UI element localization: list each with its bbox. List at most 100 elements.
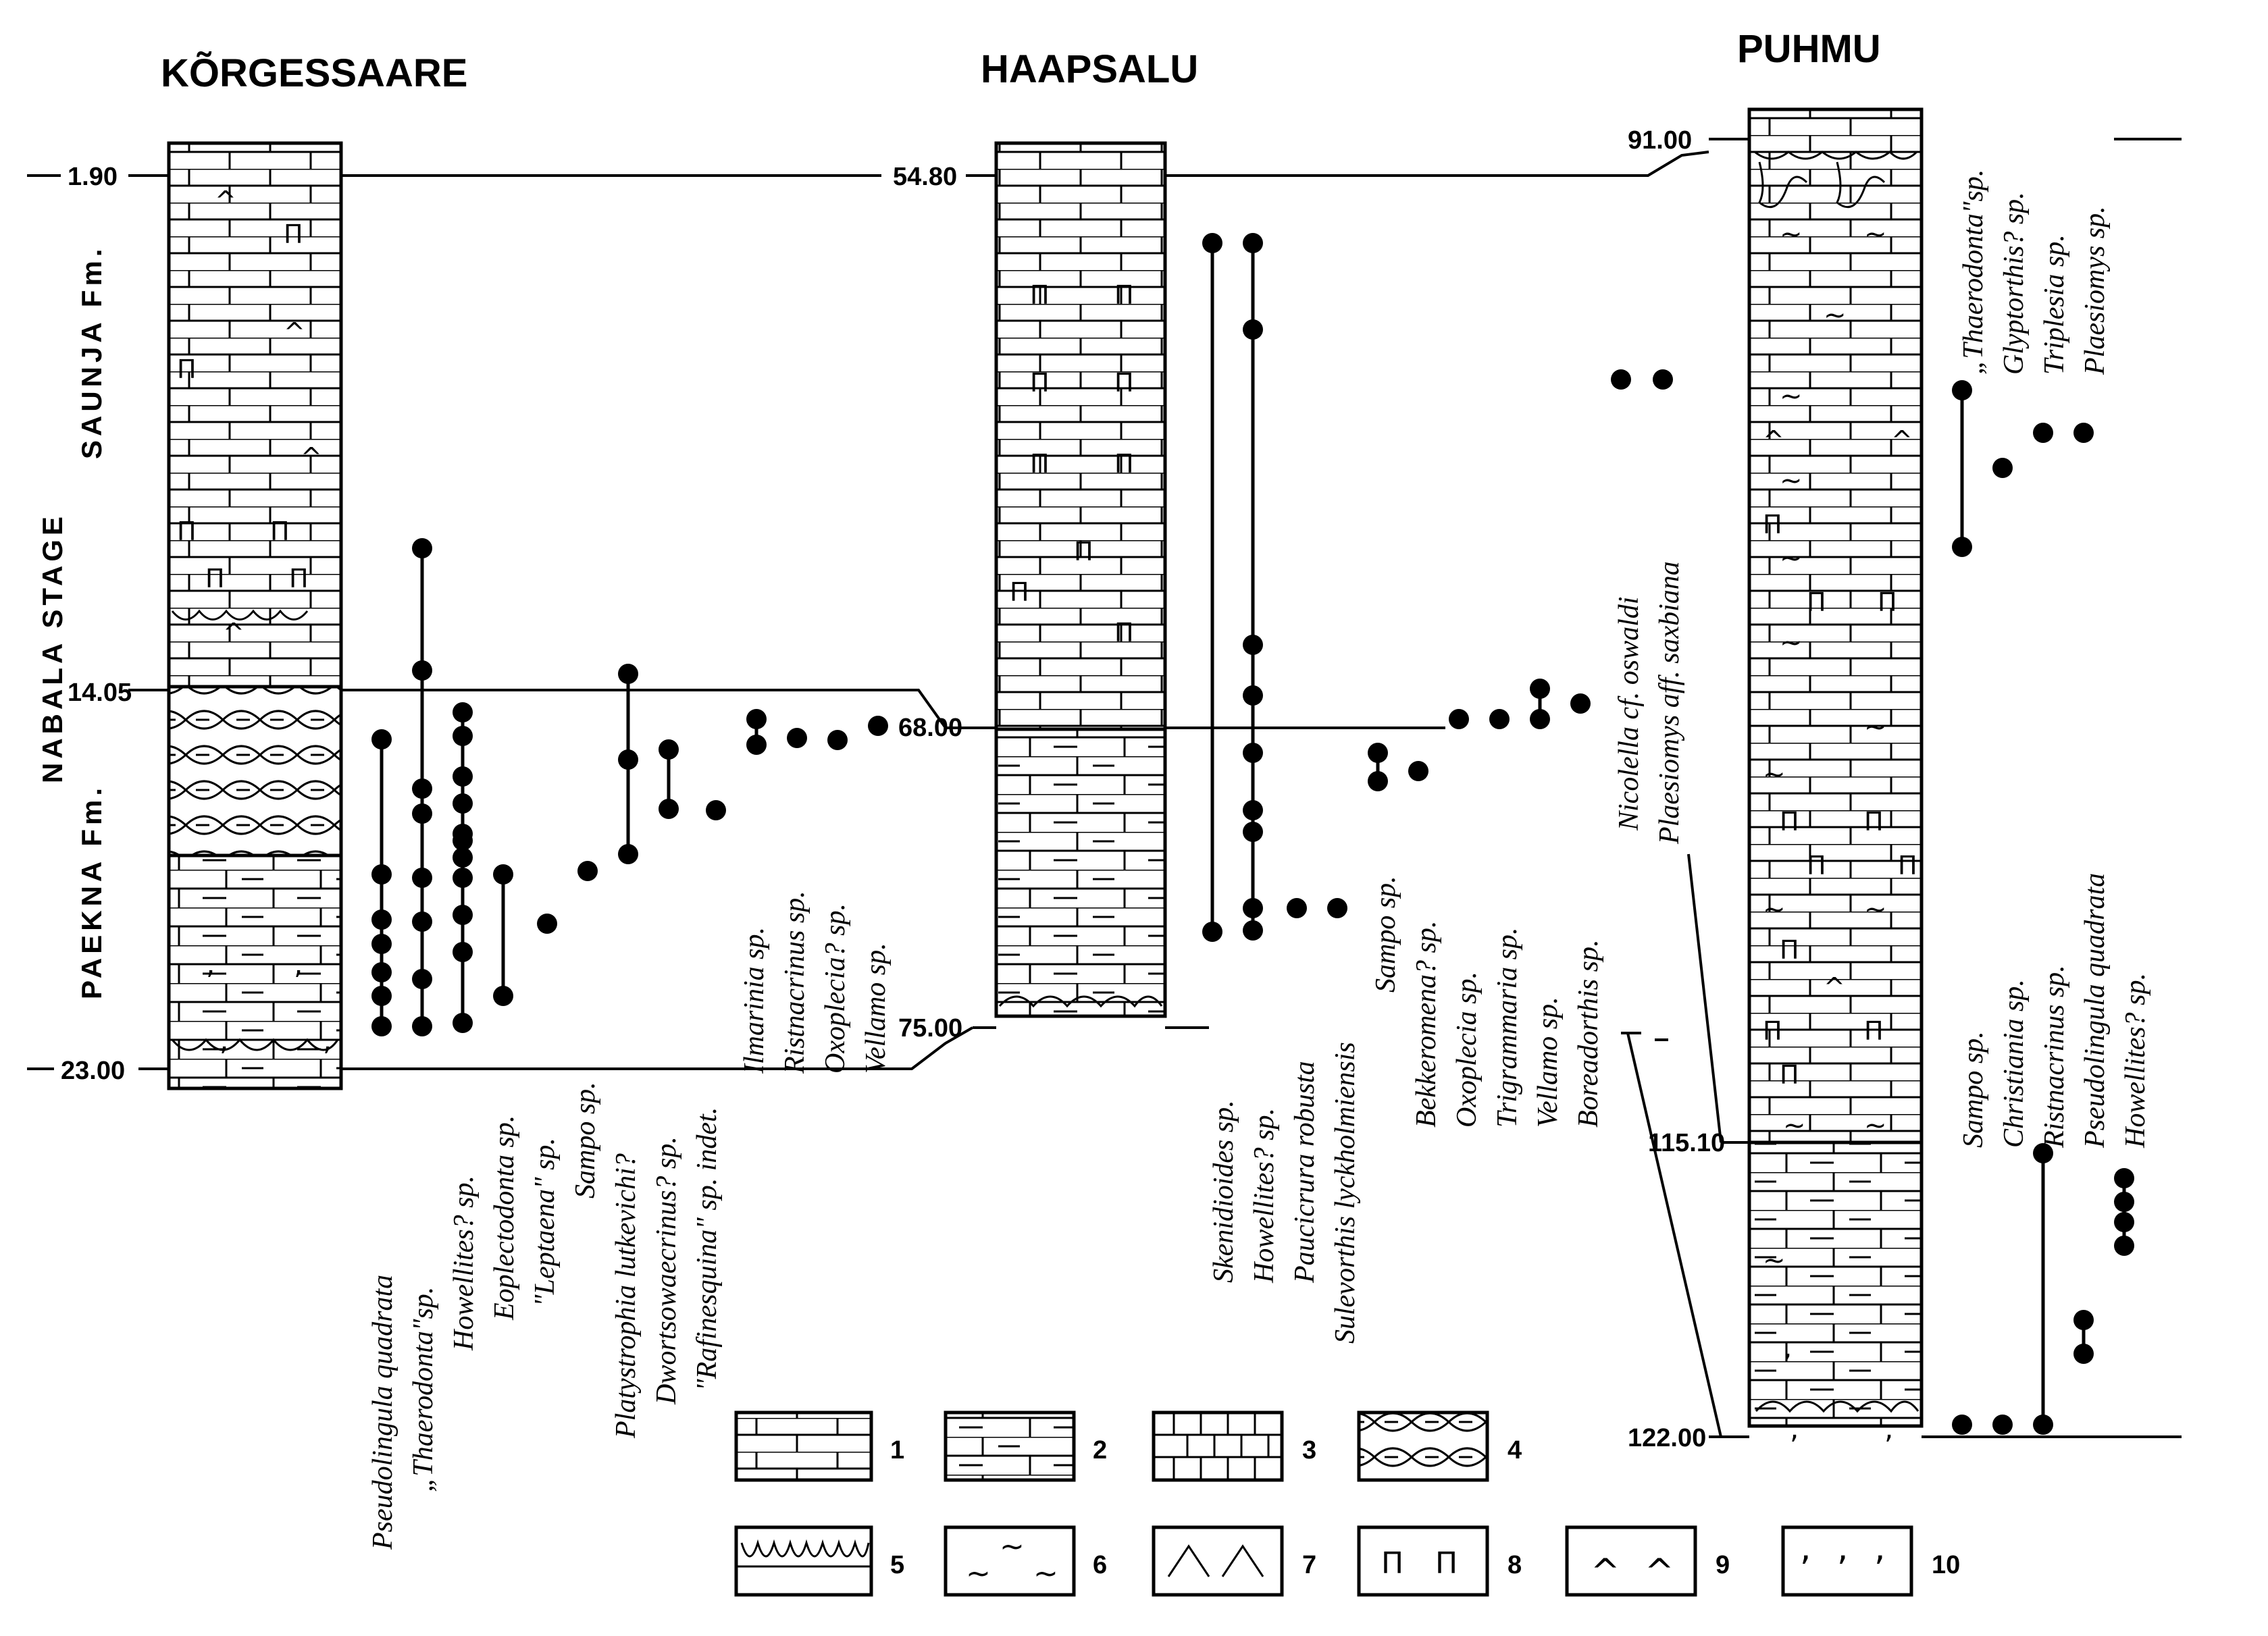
taxon-label: Trigrammaria sp. [1492, 928, 1523, 1128]
svg-text:,: , [1874, 1528, 1886, 1568]
svg-text:8: 8 [1507, 1551, 1522, 1579]
svg-text:Π: Π [1114, 618, 1134, 648]
svg-text:Π: Π [1381, 1546, 1403, 1581]
svg-text:9: 9 [1716, 1551, 1730, 1579]
occurrence-dot [1243, 319, 1263, 340]
occurrence-dot [453, 726, 473, 746]
occurrence-dot [412, 1016, 432, 1036]
svg-text:Π: Π [289, 564, 309, 593]
svg-text:,: , [1790, 1412, 1799, 1445]
occurrence-dot [1530, 709, 1550, 729]
section-title-korgessaare: KÕRGESSAARE [161, 51, 467, 95]
svg-text:^: ^ [1763, 425, 1784, 455]
taxon-label: Ristnacrinus sp. [2039, 965, 2070, 1149]
svg-text:^: ^ [284, 317, 305, 347]
svg-text:~: ~ [1780, 465, 1803, 496]
depth-puhmu-boundary: 115.10 [1648, 1129, 1725, 1157]
occurrence-dot [493, 986, 513, 1006]
legend-item-dolomitic-limestone: 3 [1152, 1410, 1316, 1482]
legend-item-discontinuity-surface: 5 [734, 1525, 904, 1597]
taxa-puhmu: „Thaerodonta"sp. Glyptorthis? sp. Triple… [1958, 169, 2151, 1149]
svg-text:,: , [294, 947, 303, 980]
legend-item-nodular-limestone: 4 [1357, 1410, 1522, 1482]
legend-item-limestone: 1 [734, 1410, 904, 1482]
occurrence-dot [2073, 423, 2094, 443]
taxon-label: "Rafinesquina" sp. indet. [692, 1107, 723, 1391]
occurrence-dot [1243, 800, 1263, 820]
svg-text:1: 1 [890, 1436, 904, 1465]
svg-text:Π: Π [284, 219, 303, 249]
occurrence-dot [371, 962, 392, 982]
occurrence-dot [371, 1016, 392, 1036]
svg-text:3: 3 [1302, 1436, 1316, 1465]
taxon-label: Plaesiomys aff. saxbiana [1654, 561, 1685, 845]
legend-item-chert: ^ ^ 9 [1565, 1525, 1730, 1597]
occurrence-dot [1952, 1415, 1972, 1435]
svg-text:^: ^ [215, 186, 236, 215]
svg-text:,: , [1800, 1528, 1811, 1568]
svg-text:~: ~ [1780, 627, 1803, 658]
svg-text:Π: Π [1435, 1546, 1458, 1581]
taxon-label: Boreadorthis sp. [1573, 940, 1604, 1128]
svg-text:Π: Π [1074, 537, 1093, 566]
occurrence-dot [1653, 369, 1673, 390]
occurrence-dot [453, 793, 473, 814]
occurrence-dot [1243, 822, 1263, 842]
taxon-label: Oxoplecia? sp. [820, 903, 851, 1074]
taxon-label: Triplesia sp. [2039, 234, 2070, 375]
svg-text:Π: Π [1780, 807, 1799, 837]
svg-text:Π: Π [1010, 577, 1029, 607]
svg-text:Π: Π [1114, 449, 1134, 479]
svg-text:~: ~ [1000, 1529, 1025, 1564]
taxon-label: Vellamo sp. [1532, 997, 1564, 1128]
legend-item-dolomitization: 7 [1152, 1525, 1316, 1597]
occurrence-dot [412, 868, 432, 888]
occurrence-dot [412, 969, 432, 989]
svg-text:~: ~ [1864, 219, 1887, 250]
legend-item-bioturbation: ~ ~ ~ 6 [944, 1525, 1107, 1597]
occurrence-dot [618, 844, 638, 864]
depth-korgessaare-base: 23.00 [61, 1057, 125, 1085]
svg-text:6: 6 [1093, 1551, 1107, 1579]
taxon-label: Ristnacrinus sp. [779, 891, 810, 1074]
occurrence-dot [659, 799, 679, 819]
occurrence-dot [453, 766, 473, 787]
taxon-label: Skenidioides sp. [1208, 1100, 1239, 1283]
occurrence-dot [1570, 693, 1591, 714]
svg-text:~: ~ [1780, 219, 1803, 250]
occurrence-dot [1243, 743, 1263, 763]
svg-text:,: , [206, 947, 215, 980]
svg-text:Π: Π [1114, 280, 1134, 310]
svg-text:,: , [1783, 1331, 1792, 1364]
occurrence-dot [1243, 233, 1263, 253]
occurrence-dot [1611, 369, 1631, 390]
formation-label-saunja: SAUNJA Fm. [76, 245, 107, 459]
taxon-label: Oxoplecia sp. [1451, 972, 1483, 1128]
svg-text:4: 4 [1507, 1436, 1522, 1465]
occurrence-dot [371, 986, 392, 1006]
occurrence-dot [453, 1013, 473, 1033]
section-title-puhmu: PUHMU [1737, 27, 1881, 71]
occurrence-dot [706, 800, 726, 820]
occurrence-dot [537, 914, 557, 934]
svg-text:Π: Π [1763, 510, 1782, 539]
svg-text:,: , [1884, 1412, 1893, 1445]
occurrence-dot [1952, 380, 1972, 400]
occurrence-dot [1243, 685, 1263, 706]
column-haapsalu: Π Π Π Π Π Π Π Π Π [994, 141, 1167, 1018]
stage-label: NABALA STAGE [36, 512, 68, 783]
occurrence-dot [453, 702, 473, 722]
svg-text:~: ~ [1864, 1110, 1887, 1141]
svg-text:^: ^ [1824, 972, 1845, 1002]
taxon-label: Plaesiomys sp. [2080, 206, 2111, 375]
svg-text:Π: Π [1030, 449, 1050, 479]
occurrence-dot [453, 847, 473, 868]
svg-text:~: ~ [1763, 1245, 1786, 1276]
occurrence-dot [787, 728, 807, 748]
svg-text:~: ~ [1864, 712, 1887, 743]
taxon-label: Sampo sp. [1958, 1031, 1989, 1148]
svg-text:,: , [323, 1024, 332, 1057]
taxon-label: Pseudolingula quadrata [2080, 873, 2111, 1149]
occurrence-dot [412, 779, 432, 799]
